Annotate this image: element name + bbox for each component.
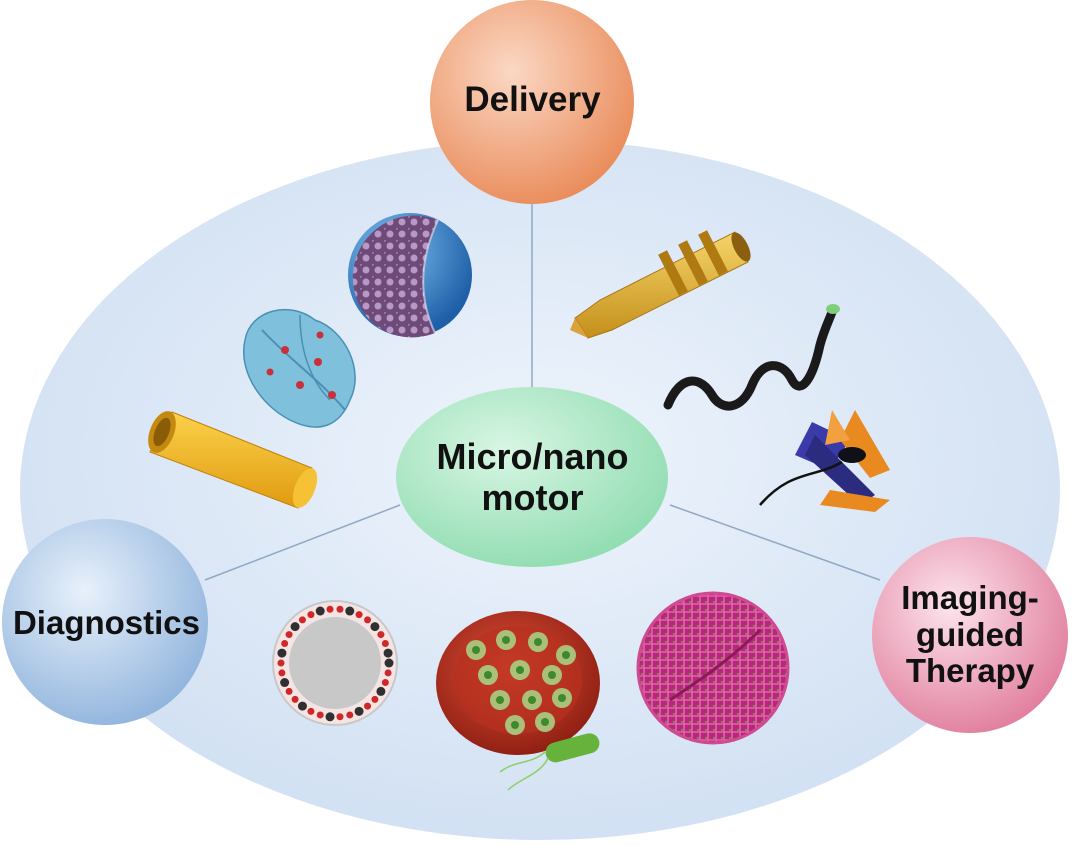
center-label-line2: motor: [481, 476, 584, 518]
delivery-label: Delivery: [464, 80, 601, 120]
capsule-dot: [281, 639, 289, 647]
blue-janus-sphere-icon: [348, 213, 472, 338]
capsule-dot: [277, 648, 287, 658]
diagnostics-circle: [2, 519, 208, 725]
capsule-dot: [307, 611, 315, 619]
capsule-dot: [377, 631, 385, 639]
capsule-dot: [307, 707, 315, 715]
capsule-dot: [370, 622, 380, 632]
therapy-label: Imaging- guided Therapy: [880, 565, 1060, 705]
cargo-particle-core: [511, 721, 519, 729]
capsule-dot: [336, 713, 344, 721]
cargo-particle-core: [496, 696, 504, 704]
capsule-dot: [290, 622, 300, 632]
cargo-particle-core: [484, 671, 492, 679]
black-helical-microswimmer-icon: [663, 304, 840, 411]
capsule-dot: [381, 679, 389, 687]
orange-origami-robot-icon: [759, 410, 890, 512]
blue-leaf-microcarrier-icon: [243, 308, 356, 428]
capsule-dot: [376, 686, 386, 696]
cargo-particle-core: [562, 651, 570, 659]
capsule-dot: [316, 711, 324, 719]
cargo-particle-core: [548, 671, 556, 679]
divider-line-left: [204, 504, 401, 581]
capsule-dot: [364, 702, 372, 710]
capsule-dot: [346, 711, 354, 719]
capsule-dot: [285, 687, 293, 695]
pink-spiky-cluster-icon: [636, 591, 790, 745]
delivery-circle: [430, 0, 634, 204]
capsule-dot: [384, 669, 392, 677]
capsule-dot: [315, 606, 325, 616]
cargo-particle-core: [516, 666, 524, 674]
divider-line-right: [669, 504, 881, 581]
capsule-dot: [371, 695, 379, 703]
therapy-label-line2: guided: [915, 615, 1025, 653]
cargo-particle-core: [502, 636, 510, 644]
therapy-label-line1: Imaging-: [901, 578, 1039, 616]
red-blood-cell-with-bacterium-icon: [436, 611, 600, 791]
capsule-dot: [355, 611, 363, 619]
capsule-dot: [291, 695, 299, 703]
center-label: Micro/nano motor: [400, 430, 665, 525]
capsule-dot: [354, 706, 364, 716]
cargo-particle-core: [541, 718, 549, 726]
gold-bullet-microrocket-icon: [570, 230, 751, 339]
yellow-tubular-microjet-icon: [148, 411, 318, 509]
capsule-dot: [325, 712, 335, 722]
capsule-dot: [280, 678, 290, 688]
diagnostics-label: Diagnostics: [12, 603, 201, 641]
center-label-line1: Micro/nano: [436, 436, 629, 478]
capsule-dot: [383, 648, 393, 658]
capsule-dot: [278, 669, 286, 677]
therapy-circle: [872, 537, 1068, 733]
cargo-particle-core: [528, 696, 536, 704]
cargo-particle-core: [534, 638, 542, 646]
capsule-dot: [285, 631, 293, 639]
capsule-dot: [298, 616, 306, 624]
center-ellipse: [396, 387, 668, 567]
cargo-particle-core: [558, 694, 566, 702]
capsule-dot: [381, 639, 389, 647]
therapy-label-line3: Therapy: [905, 652, 1035, 690]
capsule-dot: [297, 701, 307, 711]
capsule-dot: [364, 616, 372, 624]
capsule-dot: [277, 659, 285, 667]
capsule-dot: [326, 605, 334, 613]
red-dotted-capsule-icon: [272, 600, 398, 726]
capsule-dot: [345, 606, 355, 616]
cargo-particle-core: [472, 646, 480, 654]
capsule-dot: [336, 605, 344, 613]
capsule-dot: [384, 658, 394, 668]
